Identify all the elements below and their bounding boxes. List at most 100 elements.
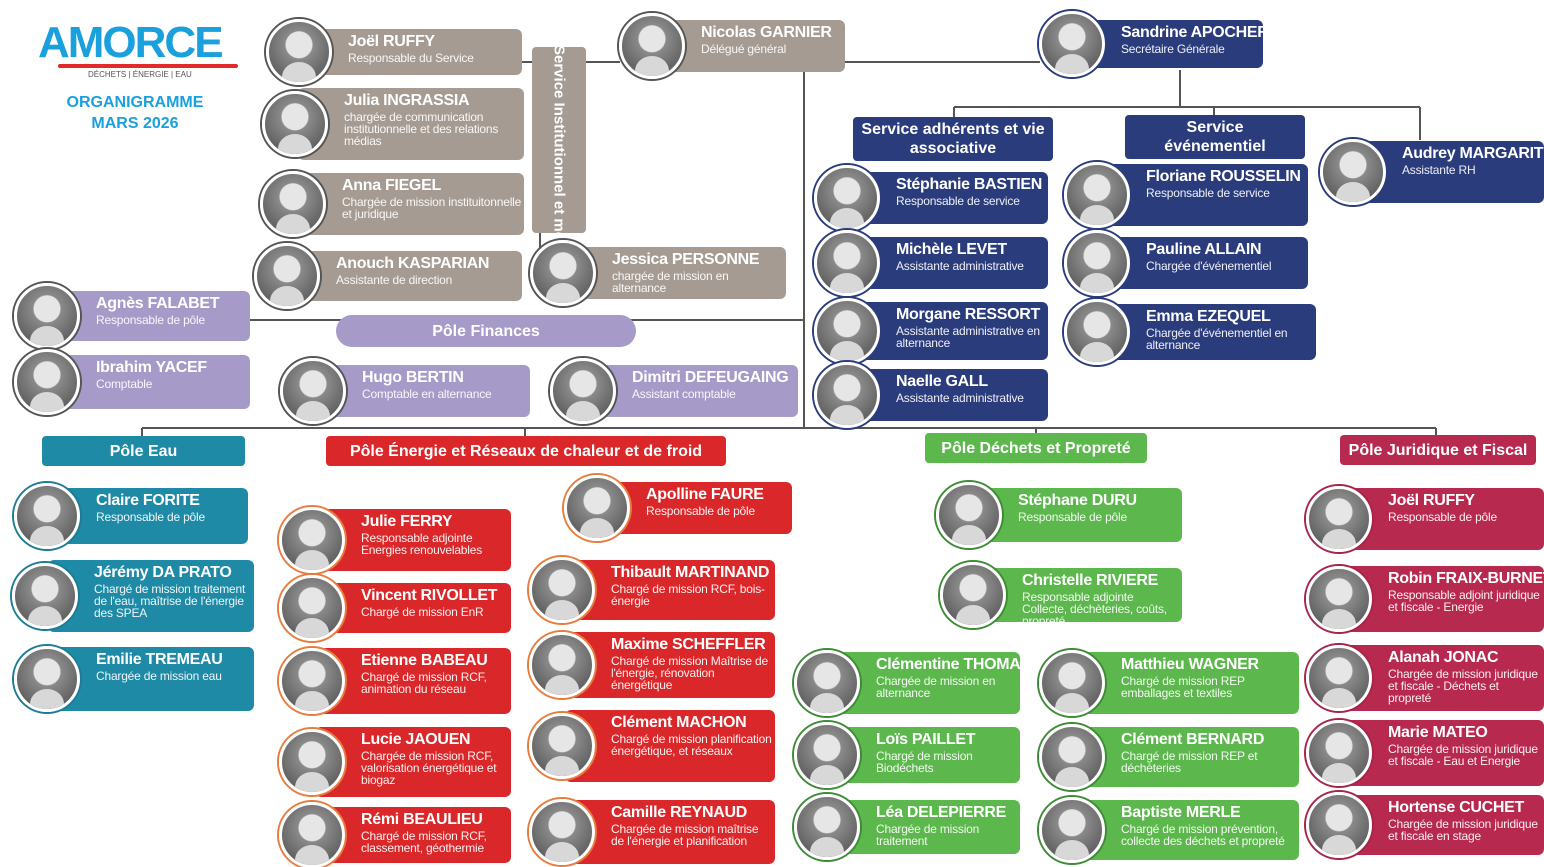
- person-role: Responsable adjoint juridique et fiscale…: [1388, 588, 1540, 614]
- person-role: Délégué général: [701, 42, 787, 56]
- logo-swoosh: [58, 64, 238, 68]
- person-role: Chargée de mission en alternance: [876, 674, 996, 700]
- person-role: Chargé de mission Maîtrise de l'énergie,…: [611, 654, 768, 692]
- person-role: Chargée de mission juridique et fiscale …: [1388, 742, 1538, 768]
- avatar-photo: [814, 362, 880, 428]
- avatar-photo: [14, 646, 80, 712]
- avatar-photo: [279, 507, 345, 573]
- avatar-photo: [529, 632, 595, 698]
- person-role: Chargé de mission RCF, classement, géoth…: [361, 829, 487, 855]
- person-role: Chargé de mission planification énergéti…: [611, 732, 772, 758]
- header-pole-energie: Pôle Énergie et Réseaux de chaleur et de…: [326, 436, 726, 466]
- avatar-photo: [1064, 230, 1130, 296]
- page-title: ORGANIGRAMME MARS 2026: [40, 92, 230, 134]
- avatar-photo: [254, 243, 320, 309]
- person-role: Assistant comptable: [632, 387, 736, 401]
- person-role: Chargée de mission instituitonnelle et j…: [342, 195, 522, 221]
- person-name: Audrey MARGARIT: [1402, 145, 1544, 162]
- person-role: Responsable du Service: [348, 51, 474, 65]
- person-name: Naelle GALL: [896, 373, 988, 390]
- header-service-evenementiel: Service événementiel: [1125, 115, 1305, 159]
- person-name: Alanah JONAC: [1388, 649, 1499, 666]
- avatar-photo: [564, 475, 630, 541]
- person-role: Chargée de mission maîtrise de l'énergie…: [611, 822, 759, 848]
- person-role: Chargée de mission traitement: [876, 822, 980, 848]
- person-name: Stéphanie BASTIEN: [896, 176, 1043, 193]
- avatar-photo: [1306, 566, 1372, 632]
- title-line-2: MARS 2026: [91, 115, 179, 132]
- person-role: Chargée de mission eau: [96, 669, 222, 683]
- person-role: Chargé de mission traitement de l'eau, m…: [94, 582, 246, 620]
- logo-wordmark: AMORCE: [38, 18, 224, 67]
- avatar-photo: [1306, 792, 1372, 858]
- person-name: Pauline ALLAIN: [1146, 241, 1262, 258]
- person-name: Clément MACHON: [611, 714, 747, 731]
- amorce-logo: AMORCE DÉCHETS | ÉNERGIE | EAU: [28, 18, 243, 80]
- avatar-photo: [529, 713, 595, 779]
- avatar-photo: [936, 482, 1002, 548]
- person-role: Chargé de mission REP et déchèteries: [1121, 749, 1258, 775]
- avatar-photo: [14, 349, 80, 415]
- person-role: Chargé de mission prévention, collecte d…: [1121, 822, 1285, 848]
- person-role: Responsable de pôle: [1018, 510, 1127, 524]
- person-role: chargée de communication institutionnell…: [344, 110, 499, 148]
- person-name: Thibault MARTINAND: [611, 564, 770, 581]
- person-role: Responsable de pôle: [96, 313, 205, 327]
- person-name: Emma EZEQUEL: [1146, 308, 1271, 325]
- avatar-photo: [1039, 650, 1105, 716]
- person-name: Léa DELEPIERRE: [876, 804, 1007, 821]
- header-service-institutionnel: Service Institutionnel et médias: [532, 45, 586, 270]
- avatar-photo: [529, 557, 595, 623]
- person-name: Baptiste MERLE: [1121, 804, 1241, 821]
- avatar-photo: [794, 722, 860, 788]
- avatar-photo: [260, 171, 326, 237]
- person-role: Assistante de direction: [336, 273, 453, 287]
- avatar-photo: [1320, 139, 1386, 205]
- avatar-photo: [279, 802, 345, 867]
- header-pole-juridique: Pôle Juridique et Fiscal: [1340, 435, 1536, 465]
- avatar-photo: [279, 648, 345, 714]
- person-name: Christelle RIVIERE: [1022, 572, 1158, 589]
- person-name: Marie MATEO: [1388, 724, 1488, 741]
- person-name: Jessica PERSONNE: [612, 251, 760, 268]
- avatar-photo: [814, 165, 880, 231]
- avatar-photo: [814, 230, 880, 296]
- person-name: Hugo BERTIN: [362, 369, 464, 386]
- avatar-photo: [550, 358, 616, 424]
- avatar-photo: [794, 650, 860, 716]
- person-role: Responsable de pôle: [646, 504, 755, 518]
- person-name: Jérémy DA PRATO: [94, 564, 232, 581]
- person-role: Responsable de service: [896, 194, 1020, 208]
- avatar-photo: [266, 19, 332, 85]
- person-role: Chargée de mission RCF, valorisation éne…: [361, 749, 497, 787]
- person-name: Joël RUFFY: [1388, 492, 1475, 509]
- person-name: Vincent RIVOLLET: [361, 587, 498, 604]
- person-name: Dimitri DEFEUGAING: [632, 369, 789, 386]
- person-role: Comptable: [96, 377, 153, 391]
- avatar-photo: [814, 298, 880, 364]
- person-name: Apolline FAURE: [646, 486, 764, 503]
- person-role: Chargé de mission REP emballages et text…: [1121, 674, 1245, 700]
- person-role: Chargée d'événementiel: [1146, 259, 1272, 273]
- person-name: Floriane ROUSSELIN: [1146, 168, 1301, 185]
- avatar-photo: [280, 358, 346, 424]
- person-name: Emilie TREMEAU: [96, 651, 223, 668]
- avatar-photo: [530, 240, 596, 306]
